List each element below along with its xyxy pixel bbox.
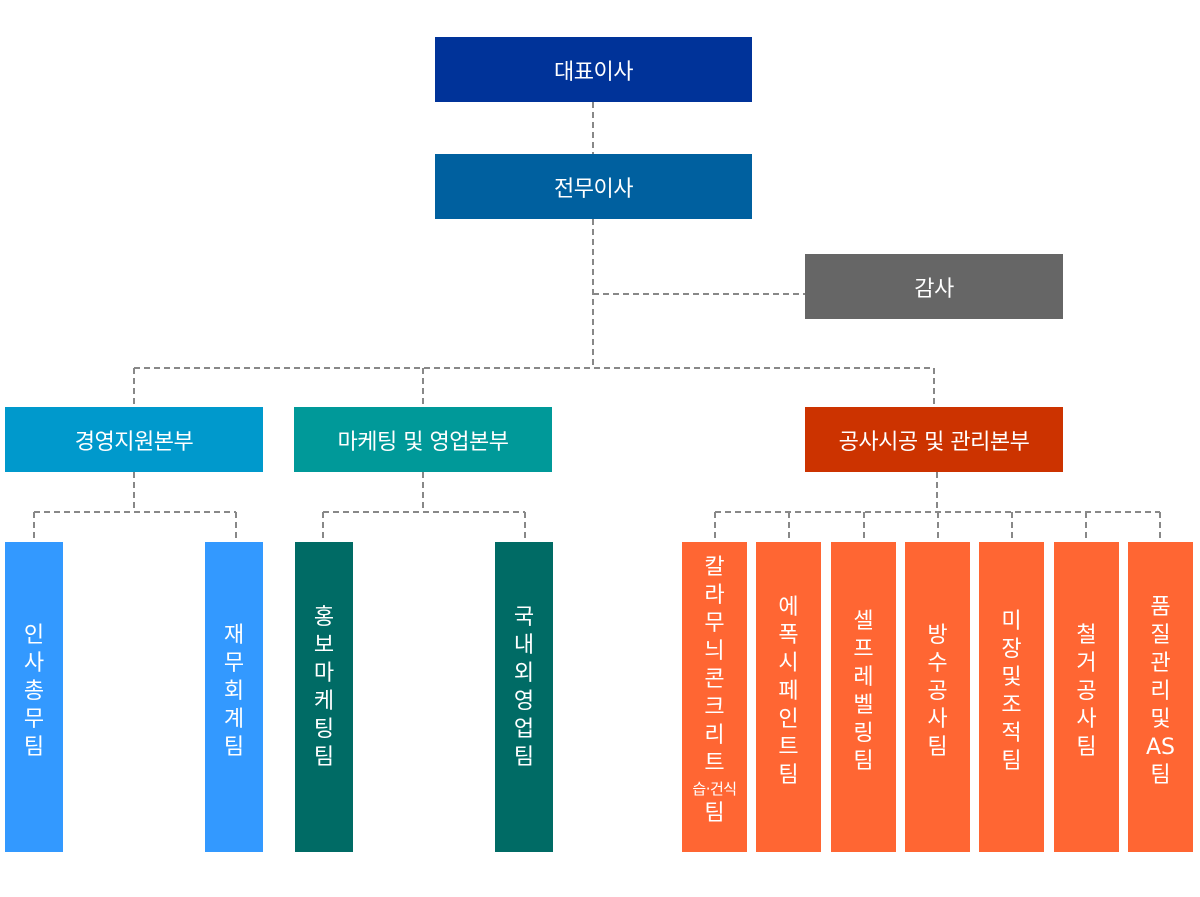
team-label-suffix: 팀 xyxy=(704,801,725,826)
auditor-label: 감사 xyxy=(914,276,954,302)
management-division-box: 경영지원본부 xyxy=(5,407,263,472)
marketing-division-box: 마케팅 및 영업본부 xyxy=(294,407,552,472)
auditor-box: 감사 xyxy=(805,254,1063,319)
team-label-sub: 습·건식 xyxy=(692,780,737,798)
ceo-label: 대표이사 xyxy=(554,59,633,85)
ceo-box: 대표이사 xyxy=(435,37,752,102)
marketing-division-label: 마케팅 및 영업본부 xyxy=(337,429,509,455)
managing-director-box: 전무이사 xyxy=(435,154,752,219)
managing-director-label: 전무이사 xyxy=(554,176,633,202)
construction-division-label: 공사시공 및 관리본부 xyxy=(838,429,1030,455)
management-division-label: 경영지원본부 xyxy=(74,429,194,455)
construction-division-box: 공사시공 및 관리본부 xyxy=(805,407,1063,472)
